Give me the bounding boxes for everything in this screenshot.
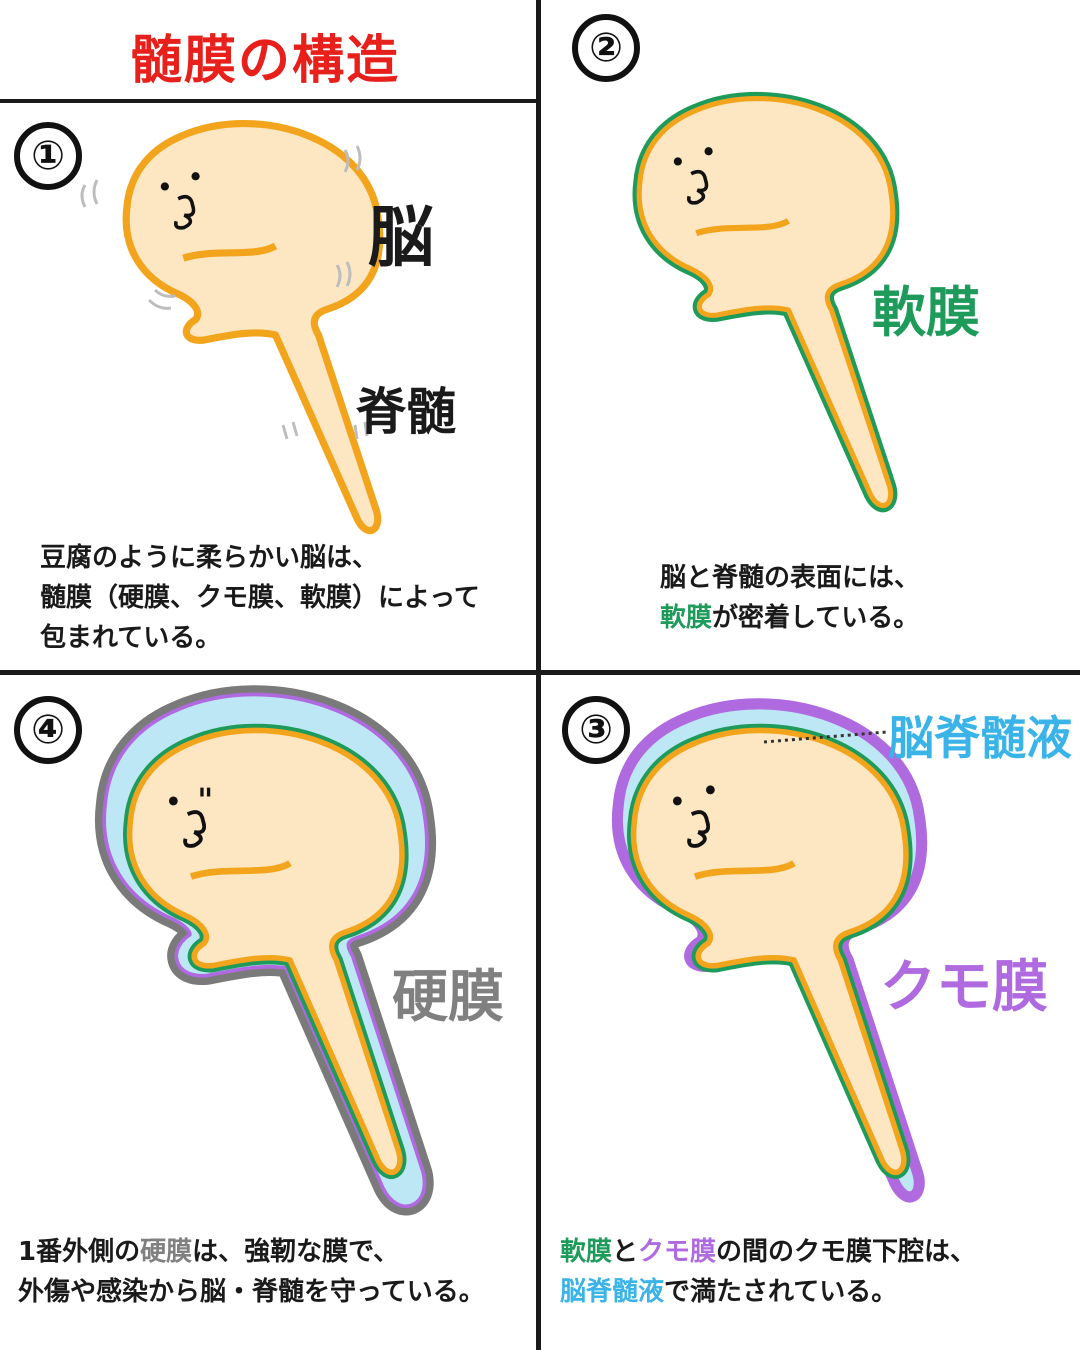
- caption-3-pia: 軟膜: [560, 1237, 613, 1267]
- label-spinal-cord: 脊髄: [356, 383, 456, 441]
- label-pia-mater: 軟膜: [872, 281, 980, 344]
- caption-4-line-1: 1番外側の硬膜は、強靭な膜で、: [18, 1232, 485, 1272]
- caption-2-line-2: 軟膜が密着している。: [660, 598, 920, 638]
- step-number-1: ①: [14, 122, 82, 190]
- vertical-divider: [536, 0, 541, 1350]
- csf-leader-line: [763, 730, 888, 744]
- step-number-4: ④: [14, 696, 82, 764]
- title-underline: [0, 99, 538, 103]
- caption-3-csf: 脳脊髄液: [560, 1277, 665, 1307]
- caption-2-pia: 軟膜: [660, 603, 713, 633]
- label-dura-mater: 硬膜: [392, 965, 504, 1030]
- label-arachnoid: クモ膜: [880, 955, 1048, 1020]
- caption-3-arachnoid: クモ膜: [638, 1237, 717, 1267]
- brain-illustration-1: [105, 125, 405, 545]
- motion-marks: [80, 145, 369, 440]
- brain-illustration-3: [612, 720, 932, 1200]
- step-number-3: ③: [562, 696, 630, 764]
- caption-panel-2: 脳と脊髄の表面には、 軟膜が密着している。: [660, 558, 920, 638]
- horizontal-divider: [0, 670, 1080, 675]
- caption-2-line-1: 脳と脊髄の表面には、: [660, 563, 921, 593]
- caption-3-line-2: 脳脊髄液で満たされている。: [560, 1272, 976, 1312]
- brain-illustration-2: [618, 100, 918, 520]
- step-number-2: ②: [572, 14, 640, 82]
- caption-panel-4: 1番外側の硬膜は、強靭な膜で、 外傷や感染から脳・脊髄を守っている。: [18, 1232, 485, 1312]
- caption-1-line-3: 包まれている。: [40, 623, 222, 653]
- caption-3-and: と: [612, 1237, 639, 1267]
- caption-1-line-1: 豆腐のように柔らかい脳は、: [40, 543, 379, 573]
- caption-3-line-1: 軟膜とクモ膜の間のクモ膜下腔は、: [560, 1232, 976, 1272]
- caption-panel-1: 豆腐のように柔らかい脳は、 髄膜（硬膜、クモ膜、軟膜）によって 包まれている。: [40, 538, 480, 658]
- caption-4-a: 1番外側の: [18, 1237, 141, 1267]
- label-csf: 脳脊髄液: [888, 711, 1072, 765]
- caption-2-rest: が密着している。: [712, 603, 920, 633]
- caption-4-c: は、強靭な膜で、: [192, 1237, 400, 1267]
- label-brain: 脳: [368, 199, 434, 276]
- caption-3-between: の間のクモ膜下腔は、: [716, 1237, 977, 1267]
- caption-panel-3: 軟膜とクモ膜の間のクモ膜下腔は、 脳脊髄液で満たされている。: [560, 1232, 976, 1312]
- caption-3-filled: で満たされている。: [664, 1277, 898, 1307]
- caption-4-line-2: 外傷や感染から脳・脊髄を守っている。: [18, 1277, 485, 1307]
- caption-1-line-2: 髄膜（硬膜、クモ膜、軟膜）によって: [40, 583, 480, 613]
- page-title: 髄膜の構造: [129, 31, 400, 91]
- caption-4-dura: 硬膜: [140, 1237, 193, 1267]
- brain-illustration-4: [108, 720, 428, 1200]
